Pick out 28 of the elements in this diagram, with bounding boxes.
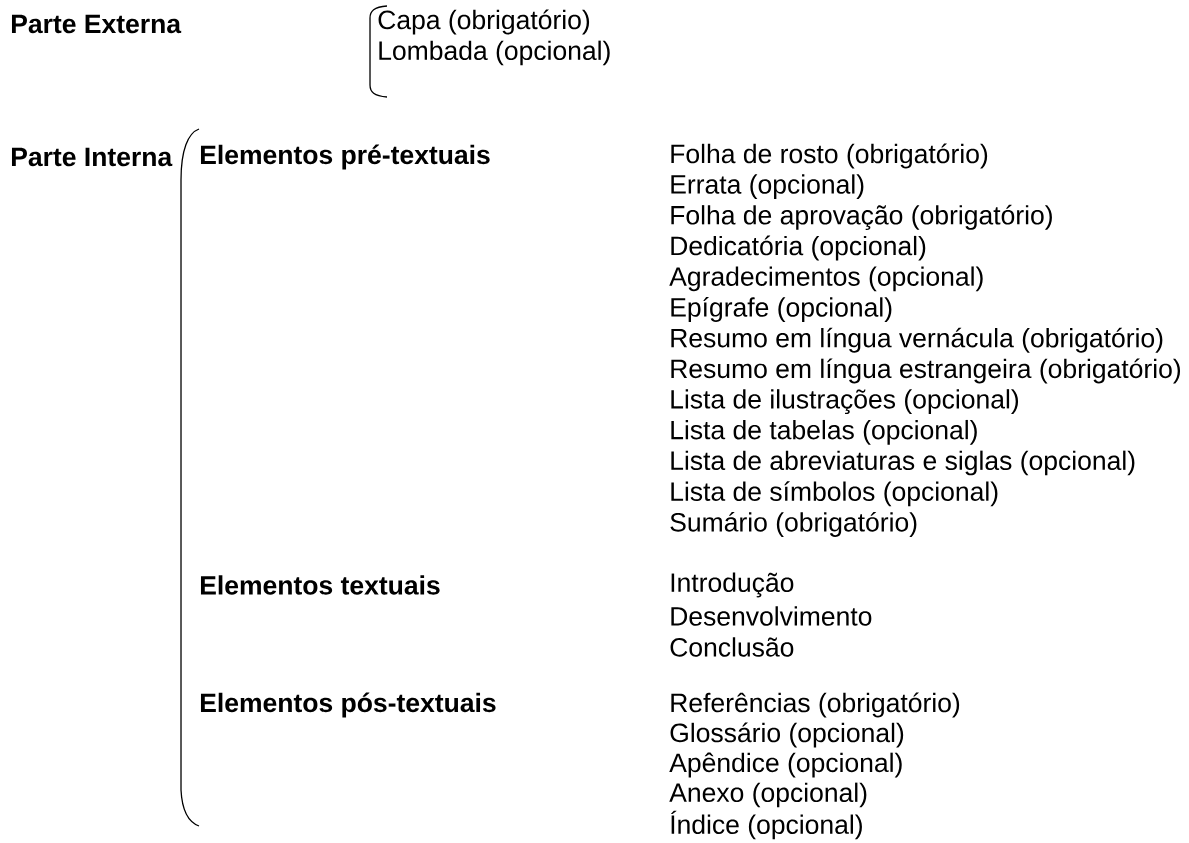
list-item: Lista de símbolos (opcional) [671,481,998,507]
list-item: Glossário (opcional) [670,722,904,748]
heading: Elementos pré-textuais [201,144,490,170]
list-item: Resumo em língua estrangeira (obrigatório) [671,358,1181,384]
list-item: Apêndice (opcional) [669,752,902,778]
list-item: Folha de aprovação (obrigatório) [671,204,1052,230]
heading: Parte Interna [12,147,173,167]
list-item: Desenvolvimento [671,606,872,626]
list-item: Dedicatória (opcional) [671,235,926,261]
list-item: Introdução [671,572,794,598]
list-item: Conclusão [670,637,794,657]
list-item: Sumário (obrigatório) [670,511,917,537]
heading: Parte Externa [12,14,182,34]
list-item: Resumo em língua vernácula (obrigatório) [671,327,1163,353]
list-item: Lista de ilustrações (opcional) [671,389,1019,414]
list-item: Referências (obrigatório) [671,692,960,718]
list-item: Anexo (opcional) [669,782,867,808]
list-item: Capa (obrigatório) [378,9,590,35]
list-item: Lista de tabelas (opcional) [671,419,977,445]
list-item: Errata (opcional) [671,174,864,200]
heading: Elementos textuais [201,575,440,595]
list-item: Epígrafe (opcional) [671,297,892,322]
list-item: Agradecimentos (opcional) [669,266,983,292]
list-item: Folha de rosto (obrigatório) [671,143,988,169]
heading: Elementos pós-textuais [201,692,496,718]
list-item: Índice (opcional) [671,810,862,840]
list-item: Lista de abreviaturas e siglas (opcional) [671,450,1135,476]
list-item: Lombada (opcional) [379,40,610,66]
